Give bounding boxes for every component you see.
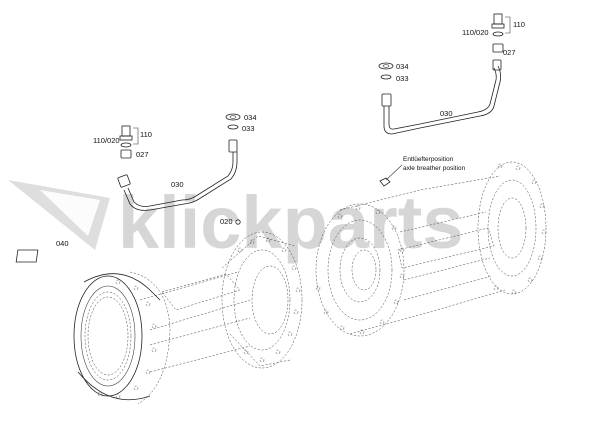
label-110-left: 110 <box>140 130 152 139</box>
label-027-left: 027 <box>136 150 149 159</box>
plate-040 <box>15 249 39 263</box>
oring-033-left <box>227 124 239 130</box>
washer-034-left <box>225 113 241 121</box>
right-breather-assembly: 110 110/020 027 034 033 030 Entlüefterpo… <box>378 13 525 187</box>
label-030-left: 030 <box>171 180 184 189</box>
label-110-right: 110 <box>513 20 525 29</box>
fitting-110-left <box>119 125 139 145</box>
label-027-right: 027 <box>503 48 516 57</box>
label-breather-position-en: axle breather position <box>403 165 466 172</box>
label-040: 040 <box>56 239 69 248</box>
fitting-110-right <box>491 13 511 34</box>
label-breather-position-de: Entlüefterposition <box>403 156 454 163</box>
label-110-020-right: 110/020 <box>462 28 489 37</box>
label-034-right: 034 <box>396 62 409 71</box>
breather-position-marker-icon <box>379 177 391 187</box>
pipe-030-right <box>381 59 502 135</box>
watermark: klickparts <box>8 180 464 264</box>
left-breather-assembly: 110 110/020 027 034 033 030 020 <box>15 113 257 263</box>
nut-027-right <box>492 43 504 53</box>
label-110-020-left: 110/020 <box>93 136 120 145</box>
plug-020 <box>235 219 241 225</box>
label-030-right: 030 <box>440 109 453 118</box>
left-axle-housing <box>73 231 303 405</box>
label-020: 020 <box>220 217 233 226</box>
nut-027-left <box>120 149 132 159</box>
oring-033-right <box>380 74 392 80</box>
label-034-left: 034 <box>244 113 257 122</box>
label-033-right: 033 <box>396 74 409 83</box>
watermark-text: klickparts <box>118 181 464 264</box>
right-axle-housing <box>315 161 547 337</box>
label-033-left: 033 <box>242 124 255 133</box>
washer-034-right <box>378 62 394 70</box>
pipe-030-left <box>117 139 238 211</box>
